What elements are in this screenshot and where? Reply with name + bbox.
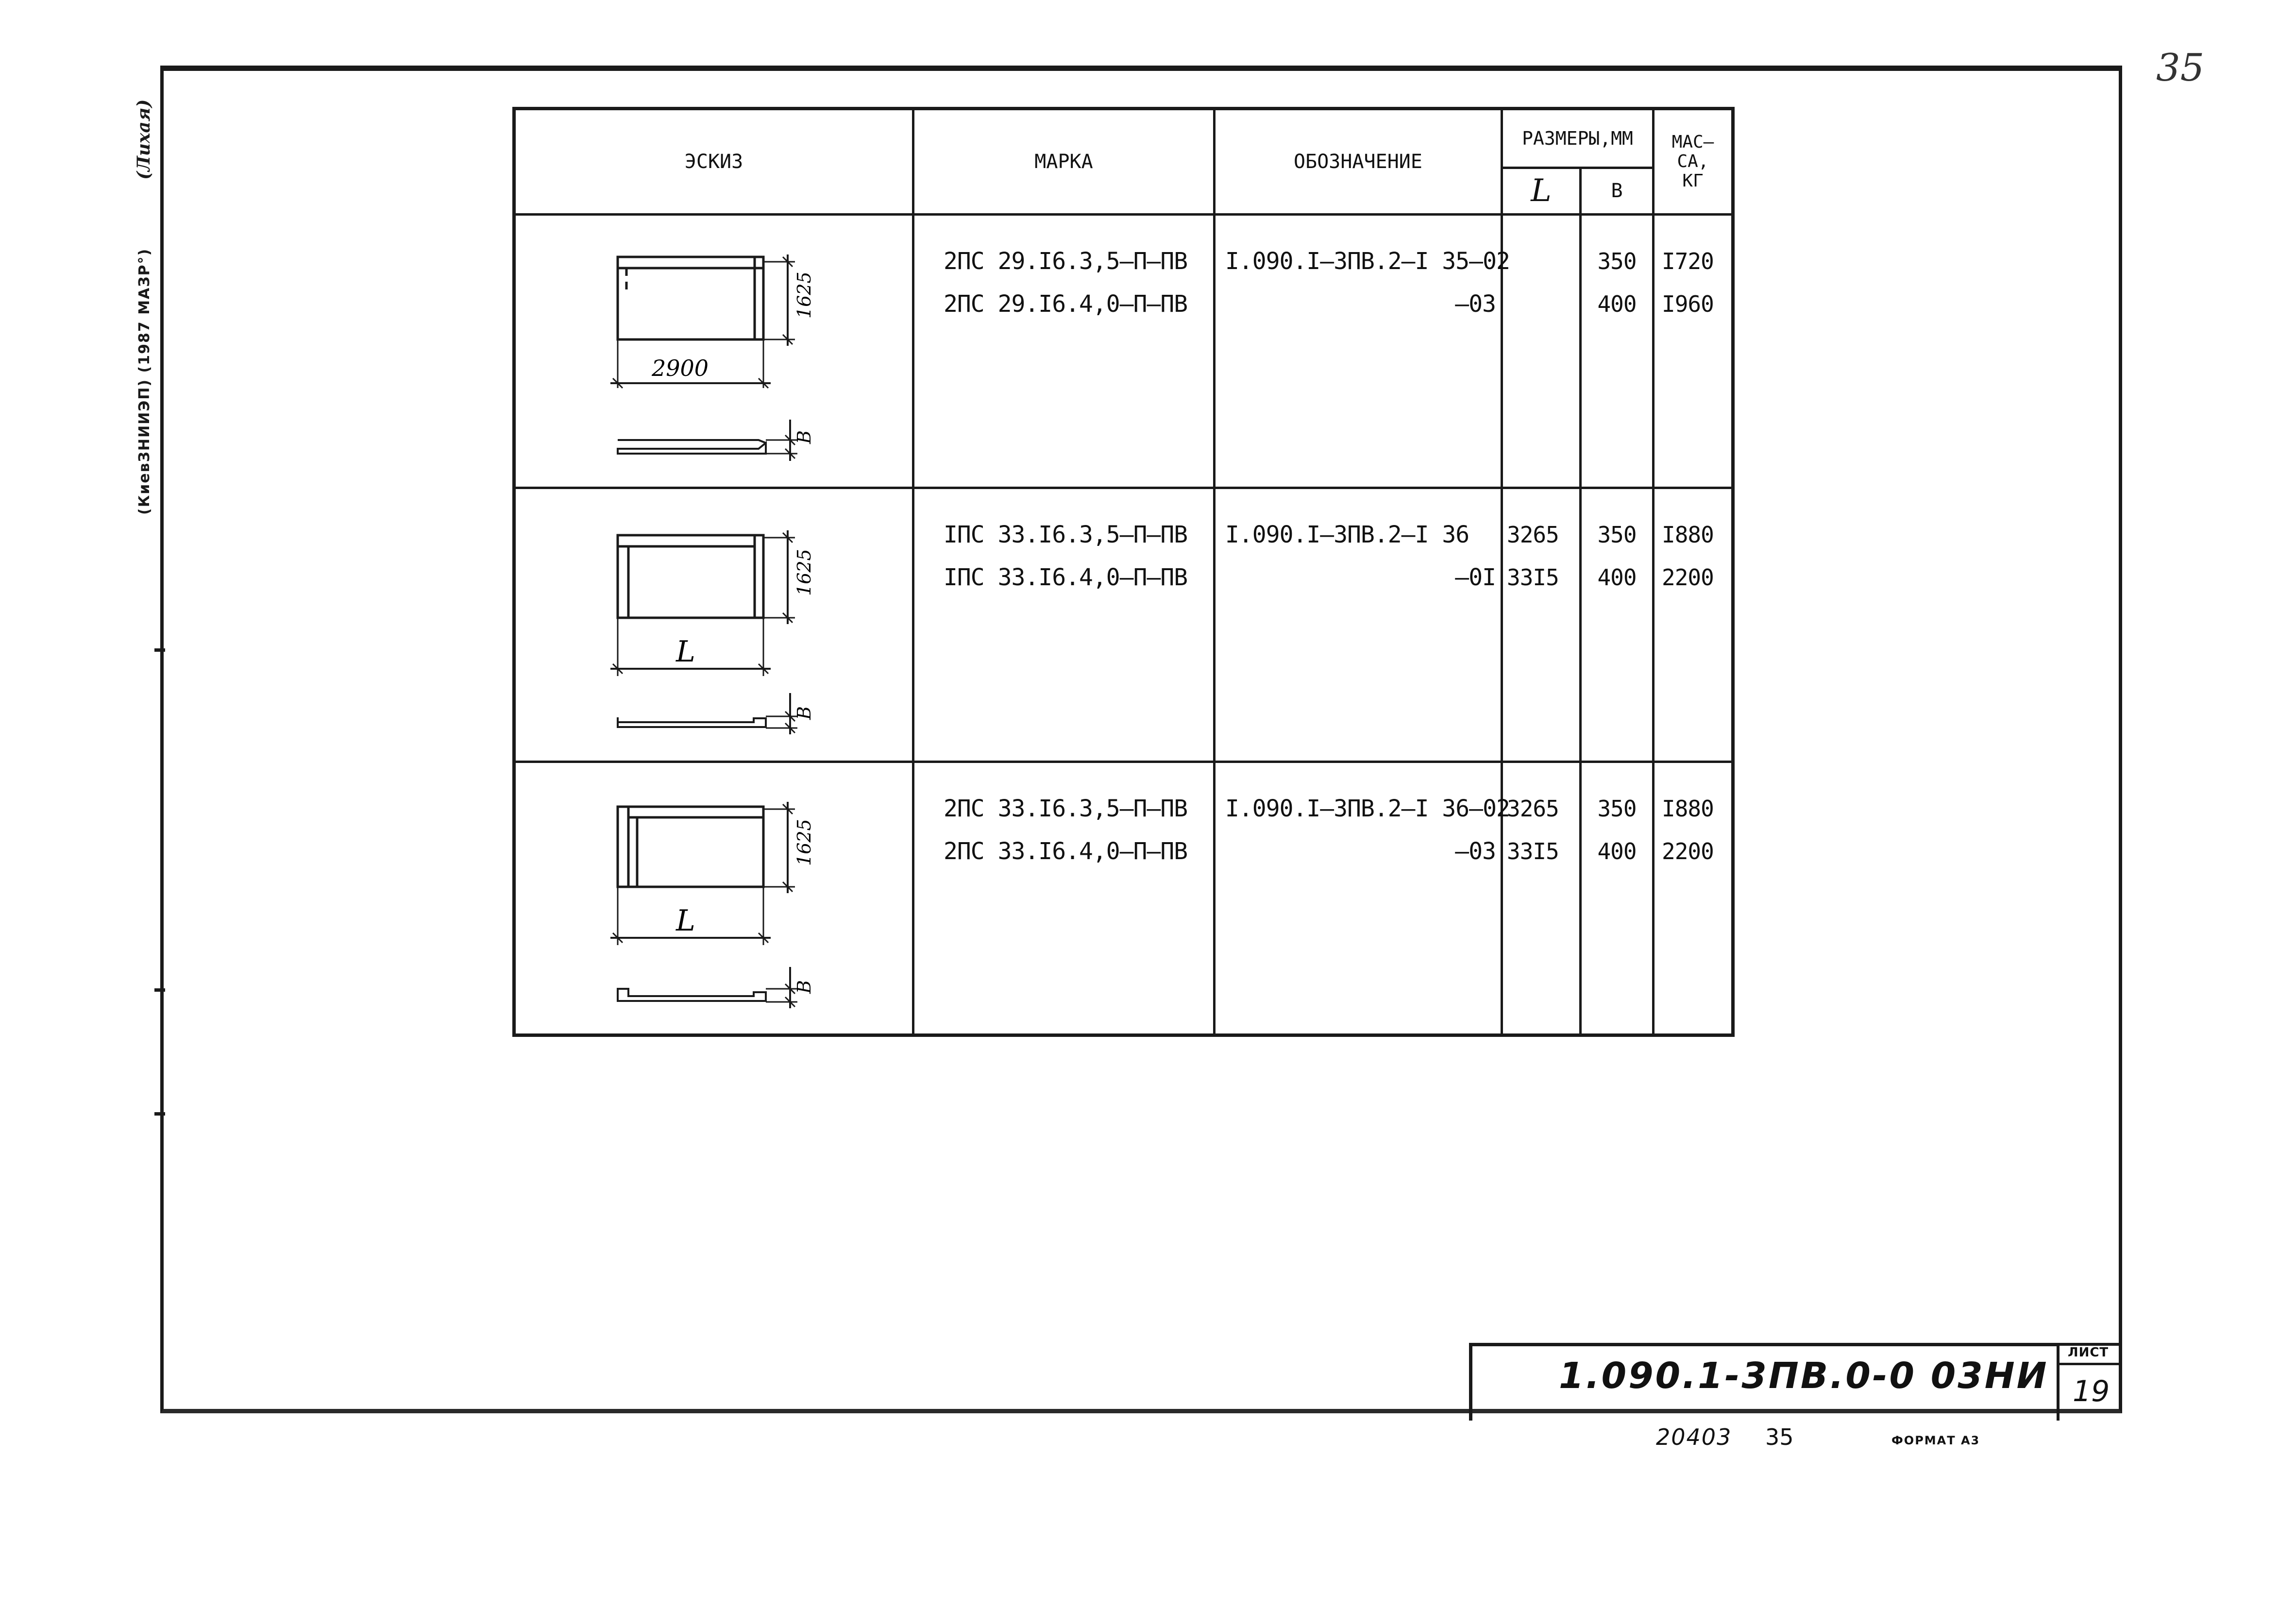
mark-value: 2ПС 29.I6.4,0–П–ПВ <box>944 290 1188 318</box>
side-signature: (Лихая) <box>134 99 154 180</box>
size-b-cell: 350 400 <box>1579 487 1654 763</box>
margin-tick <box>154 648 165 652</box>
size-b-value: 350 <box>1597 248 1637 274</box>
size-l-cell <box>1501 213 1582 490</box>
size-l-value: 33I5 <box>1507 838 1559 864</box>
header-mass: МАС– СА, КГ <box>1652 107 1734 216</box>
header-sketch: ЭСКИЗ <box>513 107 914 216</box>
title-block <box>1469 1343 2057 1421</box>
mass-cell: I720 I960 <box>1652 213 1734 490</box>
panel-sketch: 1625 L B <box>610 801 815 1008</box>
dim-height: 1625 <box>793 549 815 596</box>
size-b-value: 400 <box>1597 838 1637 864</box>
side-stamp: (КиевЗНИИЭП) (1987 МАЗР°) <box>136 248 153 515</box>
designation-cell: I.090.I–3ПВ.2–I 36–02 –03 <box>1213 760 1510 1037</box>
mark-cell: 2ПС 29.I6.3,5–П–ПВ 2ПС 29.I6.4,0–П–ПВ <box>912 213 1216 490</box>
size-l-value <box>1503 283 1579 325</box>
header-designation: ОБОЗНАЧЕНИЕ <box>1213 107 1503 216</box>
header-size-l: L <box>1501 166 1582 216</box>
mass-value: 2200 <box>1662 564 1714 591</box>
sketch-cell: 1625 2900 B <box>513 213 914 490</box>
header-mark: МАРКА <box>912 107 1216 216</box>
size-b-cell: 350 400 <box>1579 213 1654 490</box>
size-l-cell: 3265 33I5 <box>1501 487 1582 763</box>
mass-value: I960 <box>1662 290 1714 317</box>
size-b-value: 400 <box>1597 564 1637 591</box>
size-b-value: 400 <box>1597 290 1637 317</box>
inventory-number: 20403 <box>1656 1424 1732 1450</box>
designation-value: –03 <box>1455 290 1496 318</box>
size-b-cell: 350 400 <box>1579 760 1654 1037</box>
header-mass-line3: КГ <box>1682 170 1704 191</box>
mark-cell: 2ПС 33.I6.3,5–П–ПВ 2ПС 33.I6.4,0–П–ПВ <box>912 760 1216 1037</box>
mark-value: IПС 33.I6.4,0–П–ПВ <box>944 564 1188 592</box>
sheet-divider <box>2060 1363 2122 1365</box>
drawing-frame <box>160 66 2122 1413</box>
sketch-cell: 1625 L B <box>513 487 914 763</box>
sheet-box <box>2057 1343 2122 1421</box>
dim-length: L <box>675 904 695 938</box>
designation-cell: I.090.I–3ПВ.2–I 36 –0I <box>1213 487 1503 763</box>
sketch-cell: 1625 L B <box>513 760 914 1037</box>
mark-value: 2ПС 33.I6.3,5–П–ПВ <box>944 795 1188 822</box>
dim-height: 1625 <box>793 819 815 866</box>
header-sizes: РАЗМЕРЫ,ММ <box>1501 107 1654 169</box>
header-mass-line1: МАС– <box>1671 132 1714 152</box>
designation-value: I.090.I–3ПВ.2–I 35–02 <box>1225 247 1510 275</box>
panel-sketch: 1625 L B <box>610 530 815 735</box>
dim-thickness: B <box>793 706 815 720</box>
size-b-value: 350 <box>1597 522 1637 548</box>
mass-cell: I880 2200 <box>1652 487 1734 763</box>
designation-value: I.090.I–3ПВ.2–I 36 <box>1225 521 1469 549</box>
size-l-value: 3265 <box>1507 795 1559 822</box>
mark-value: IПС 33.I6.3,5–П–ПВ <box>944 521 1188 549</box>
size-l-cell: 3265 33I5 <box>1501 760 1582 1037</box>
dim-height: 1625 <box>793 271 815 319</box>
sheet-number: 19 <box>2073 1374 2110 1408</box>
mass-cell: I880 2200 <box>1652 760 1734 1037</box>
size-l-value <box>1503 240 1579 283</box>
dim-thickness: B <box>793 430 815 444</box>
mass-value: I880 <box>1662 522 1714 548</box>
size-b-value: 350 <box>1597 795 1637 822</box>
header-mass-line2: СА, <box>1677 151 1709 171</box>
designation-value: –0I <box>1455 564 1496 592</box>
mass-value: 2200 <box>1662 838 1714 864</box>
margin-tick <box>154 988 165 992</box>
designation-cell: I.090.I–3ПВ.2–I 35–02 –03 <box>1213 213 1510 490</box>
sheet-label: ЛИСТ <box>2068 1345 2109 1360</box>
dim-length: 2900 <box>651 355 709 381</box>
mark-value: 2ПС 33.I6.4,0–П–ПВ <box>944 837 1188 865</box>
mass-value: I720 <box>1662 248 1714 274</box>
header-size-b: В <box>1579 166 1654 216</box>
spec-table: ЭСКИЗ МАРКА ОБОЗНАЧЕНИЕ РАЗМЕРЫ,ММ МАС– … <box>512 107 1735 1037</box>
size-l-value: 3265 <box>1507 522 1559 548</box>
table-row: 1625 2900 B 2ПС 29.I6.3,5–П–ПВ 2ПС 29.I6… <box>513 213 1734 490</box>
handwritten-page-number: 35 <box>2156 46 2205 90</box>
size-l-value: 33I5 <box>1507 564 1559 591</box>
mark-cell: IПС 33.I6.3,5–П–ПВ IПС 33.I6.4,0–П–ПВ <box>912 487 1216 763</box>
table-row: 1625 L B IПС 33.I6.3,5–П–ПВ IПС 33.I6.4,… <box>513 487 1734 763</box>
mass-value: I880 <box>1662 795 1714 822</box>
dim-thickness: B <box>793 980 815 994</box>
designation-value: I.090.I–3ПВ.2–I 36–02 <box>1225 795 1510 822</box>
margin-tick <box>154 1112 165 1116</box>
copy-number: 35 <box>1765 1424 1794 1450</box>
designation-value: –03 <box>1455 837 1496 865</box>
format-label: ФОРМАТ А3 <box>1891 1434 1980 1447</box>
mark-value: 2ПС 29.I6.3,5–П–ПВ <box>944 247 1188 275</box>
document-code: 1.090.1-3ПВ.0-0 03НИ <box>1559 1355 2049 1397</box>
dim-length: L <box>675 635 695 669</box>
panel-sketch: 1625 2900 B <box>610 254 815 461</box>
table-row: 1625 L B 2ПС 33.I6.3,5–П–ПВ 2ПС 33.I6.4,… <box>513 760 1734 1037</box>
